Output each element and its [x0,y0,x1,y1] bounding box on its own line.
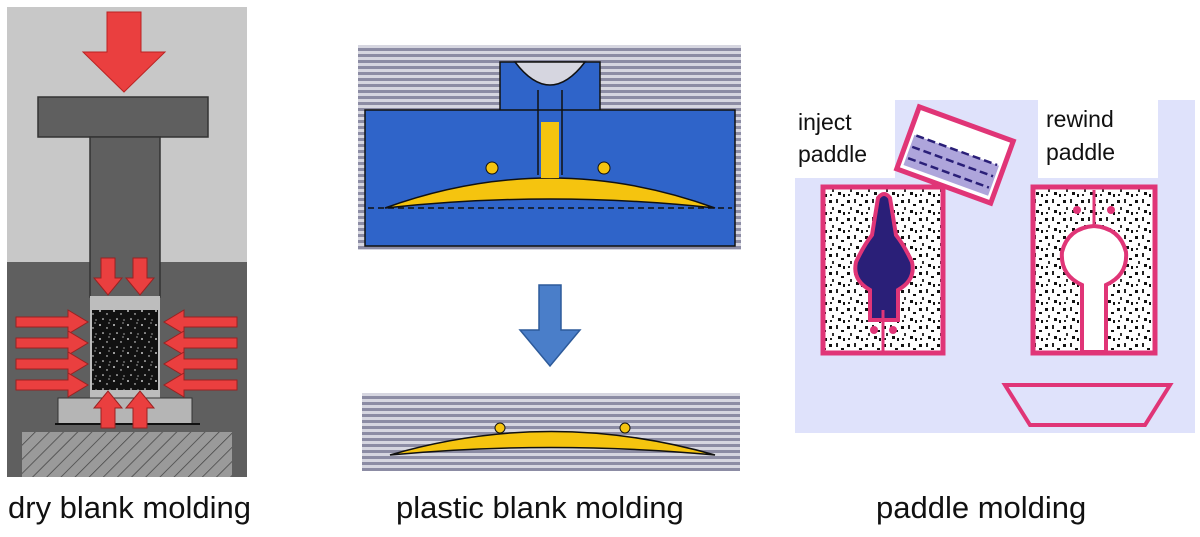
powder-blank [92,310,158,390]
inject-label-line1: inject [798,109,852,135]
down-arrow-left [92,257,124,296]
right-arrow-2 [15,330,89,356]
die-base-hatched [22,432,232,477]
rewind-paddle-mold [1030,184,1158,356]
dry-blank-molding-panel [7,7,247,477]
left-arrow-3 [163,351,238,377]
hopper-fill [903,134,999,196]
sprue-runner [541,122,559,178]
plastic-blank-caption: plastic blank molding [396,490,684,525]
right-arrow-3 [15,351,89,377]
paddle-hopper [893,103,1017,207]
press-head [37,96,209,138]
paddle-molding-panel: inject paddle rewind paddle [795,100,1195,433]
left-arrow-2 [163,330,238,356]
side-arrows-left [15,309,89,398]
finished-blank [389,430,716,456]
hopper-fill-line-1 [915,134,998,167]
hopper-fill-line-3 [907,156,990,189]
hopper-fill-line-2 [911,145,994,178]
process-arrow [518,284,582,368]
down-arrow-right [124,257,156,296]
boss-right [597,161,611,175]
right-arrow-1 [15,309,89,335]
rewind-label-line2: paddle [1046,139,1115,165]
inject-paddle-mold [820,184,946,356]
side-arrows-right [163,309,238,398]
label-cutout-left [795,100,895,178]
inject-label-line2: paddle [798,141,867,167]
dry-blank-caption: dry blank molding [8,490,251,525]
sprue-cup [513,61,587,86]
rewind-label-line1: rewind [1046,106,1114,132]
lower-punch [57,397,193,425]
rewind-paddle-shape [1059,223,1129,354]
boss-left [485,161,499,175]
rewind-gate-dot-1 [1073,206,1081,214]
main-force-arrow [81,11,167,93]
molded-blank [384,177,716,209]
plastic-blank-molding-panel [358,45,741,471]
inject-gate-dot-2 [889,326,897,334]
finished-boss-right [619,422,631,434]
paddle-molding-caption: paddle molding [876,490,1087,525]
finished-boss-left [494,422,506,434]
inject-gate-dot-1 [870,326,878,334]
up-arrow-right [124,390,156,429]
inject-paddle-shape [853,192,915,322]
label-cutout-right [1038,100,1158,178]
collection-tray [1001,383,1174,427]
left-arrow-1 [163,309,238,335]
right-arrow-4 [15,372,89,398]
rewind-gate-dot-2 [1107,206,1115,214]
left-arrow-4 [163,372,238,398]
up-arrow-left [92,390,124,429]
